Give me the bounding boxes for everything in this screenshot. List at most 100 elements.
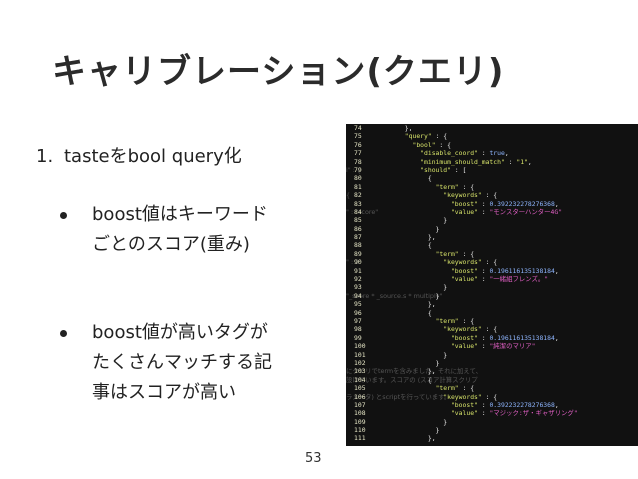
code-line: 87 }, xyxy=(346,233,638,241)
code-line: {82 "keywords" : { xyxy=(346,191,638,199)
code-line: 108 "value" : "マジック:ザ・ギャザリング" xyxy=(346,409,638,417)
code-line-number: 87 xyxy=(354,233,362,242)
code-line-text: } xyxy=(374,216,448,225)
code-line-ghost-text: "_score * _source.s * multiply" xyxy=(346,291,443,300)
code-line-number: 106 xyxy=(354,392,366,401)
code-line-ghost-text: にクエリでtermを含みました。それに加えて、 xyxy=(346,367,482,376)
code-line: 97 "term" : { xyxy=(346,317,638,325)
code-line-number: 103 xyxy=(354,367,366,376)
code-line-text: "bool" : { xyxy=(412,140,451,149)
code-line-text: "term" : { xyxy=(435,384,475,393)
code-line: 105 "term" : { xyxy=(346,384,638,392)
bullet-line: boost値が高いタグが xyxy=(92,322,268,343)
code-line: 107 "boost" : 0.392232278276368, xyxy=(346,401,638,409)
code-line: 101 } xyxy=(346,351,638,359)
numbered-item-text: tasteをbool query化 xyxy=(64,146,242,167)
code-line-text: { xyxy=(374,174,432,183)
code-line: 99 "boost" : 0.196116135138184, xyxy=(346,334,638,342)
code-line-ghost-text: ラメータ) とscriptを行っています。 xyxy=(346,392,451,401)
code-line: 83 "boost" : 0.392232278276368, xyxy=(346,200,638,208)
code-line-number: 85 xyxy=(354,216,362,225)
code-line: 102 } xyxy=(346,359,638,367)
code-line-number: 76 xyxy=(354,140,362,149)
code-line: 110 } xyxy=(346,426,638,434)
code-line-number: 98 xyxy=(354,325,362,334)
code-line-number: 94 xyxy=(354,291,362,300)
code-line: 88 { xyxy=(346,241,638,249)
code-line: i" : {79 "should" : [ xyxy=(346,166,638,174)
code-line-ghost-text: 設けています。スコアの (スコア計算スクリプ xyxy=(346,375,478,384)
code-line-number: 90 xyxy=(354,258,362,267)
code-line-text: "value" : "純潔のマリア" xyxy=(450,342,536,351)
code-line-ghost-text: i" : { xyxy=(346,165,361,174)
code-line: "_score * _source.s * multiply"94 } xyxy=(346,292,638,300)
code-line-number: 81 xyxy=(354,182,362,191)
code-line-text: "term" : { xyxy=(435,182,475,191)
code-line-text: { xyxy=(374,308,432,317)
code-line-text: "value" : "一緒組フレンズ。" xyxy=(450,275,549,284)
code-line-text: "minimum_should_match" : "1", xyxy=(420,157,532,166)
code-line-number: 102 xyxy=(354,358,366,367)
code-line-text: "disable_coord" : true, xyxy=(420,149,509,158)
bullet-line: boost値はキーワード xyxy=(92,204,268,225)
code-line-text: } xyxy=(374,350,448,359)
code-line-text: "should" : [ xyxy=(420,165,467,174)
code-line-text: { xyxy=(374,241,432,250)
code-line-text: "boost" : 0.392232278276368, xyxy=(450,199,559,208)
code-line-number: 99 xyxy=(354,333,362,342)
code-line-number: 101 xyxy=(354,350,366,359)
bullet-dot xyxy=(60,212,67,219)
code-line-ghost-text: " : "score" xyxy=(346,207,379,216)
code-line: 81 "term" : { xyxy=(346,183,638,191)
code-line: にクエリでtermを含みました。それに加えて、103 }, xyxy=(346,367,638,375)
code-line-number: 97 xyxy=(354,316,362,325)
code-line-text: "value" : "モンスターハンター4G" xyxy=(450,207,563,216)
code-line-text: }, xyxy=(374,233,436,242)
code-line-text: "keywords" : { xyxy=(443,392,498,401)
code-line-number: 107 xyxy=(354,400,366,409)
code-line-number: 86 xyxy=(354,224,362,233)
code-line-text: "boost" : 0.392232278276368, xyxy=(450,400,559,409)
bullet-line: たくさんマッチする記 xyxy=(92,352,272,373)
code-line: 98 "keywords" : { xyxy=(346,325,638,333)
code-line-number: 108 xyxy=(354,409,366,418)
code-line-text: }, xyxy=(374,124,413,132)
code-line-ghost-text: " : 2 xyxy=(346,258,360,267)
code-screenshot: 74 },75 "query" : {76 "bool" : {77 "disa… xyxy=(346,124,638,446)
code-line-number: 78 xyxy=(354,157,362,166)
code-line-ghost-text: { xyxy=(346,191,351,200)
bullet-item: boost値はキーワード ごとのスコア(重み) xyxy=(60,200,340,260)
bullet-line: 事はスコアが高い xyxy=(92,382,236,403)
code-line-number: 88 xyxy=(354,241,362,250)
numbered-item-number: 1. xyxy=(36,146,54,167)
code-line-text: }, xyxy=(374,300,436,309)
page-number: 53 xyxy=(305,451,322,466)
code-line-text: "boost" : 0.196116135138184, xyxy=(450,333,559,342)
code-line: 74 }, xyxy=(346,124,638,132)
code-line: ラメータ) とscriptを行っています。106 "keywords" : { xyxy=(346,393,638,401)
code-line-text: }, xyxy=(374,367,436,376)
code-line-number: 82 xyxy=(354,191,362,200)
code-line-text: } xyxy=(374,283,448,292)
code-line-number: 89 xyxy=(354,249,362,258)
code-line: 77 "disable_coord" : true, xyxy=(346,149,638,157)
code-line-text: } xyxy=(374,426,440,435)
code-line-number: 110 xyxy=(354,426,366,435)
slide-title: キャリブレーション(クエリ) xyxy=(52,52,505,92)
code-line-text: "term" : { xyxy=(435,316,475,325)
code-line-number: 92 xyxy=(354,275,362,284)
code-line-number: 104 xyxy=(354,375,366,384)
code-line-text: } xyxy=(374,291,440,300)
code-line: 76 "bool" : { xyxy=(346,141,638,149)
code-line-text: "value" : "マジック:ザ・ギャザリング" xyxy=(450,409,578,418)
code-line-text: "boost" : 0.196116135138184, xyxy=(450,266,559,275)
code-line-number: 96 xyxy=(354,308,362,317)
code-line-number: 105 xyxy=(354,384,366,393)
code-line: 96 { xyxy=(346,309,638,317)
code-line: " : "score"84 "value" : "モンスターハンター4G" xyxy=(346,208,638,216)
code-line-number: 109 xyxy=(354,417,366,426)
code-line-number: 91 xyxy=(354,266,362,275)
code-line: 80 { xyxy=(346,174,638,182)
